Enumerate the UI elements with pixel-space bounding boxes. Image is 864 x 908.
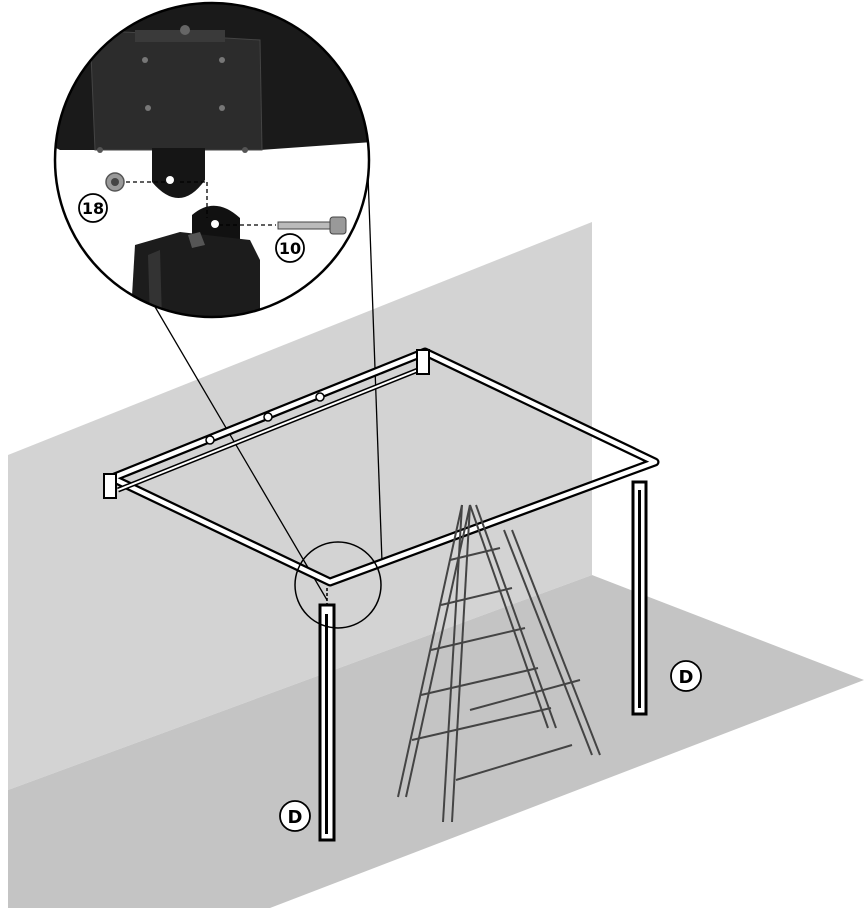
step-ladder [397, 504, 601, 823]
detail-view [53, 1, 371, 319]
wall-bracket [416, 349, 430, 375]
post-right-label: D [679, 667, 694, 688]
post-left-label: D [288, 807, 303, 828]
post-left [318, 588, 336, 842]
floor [8, 575, 864, 908]
wall-bracket [103, 473, 117, 499]
post-left-callout: D [279, 800, 311, 832]
post-right-callout: D [670, 660, 702, 692]
part-10-label: 10 [279, 239, 301, 258]
post-right [631, 480, 648, 716]
part-18-callout: 18 [78, 193, 108, 223]
part-10-callout: 10 [275, 233, 305, 263]
bolt [277, 216, 347, 235]
part-18-label: 18 [82, 199, 104, 218]
joint-highlight-circle [294, 541, 382, 629]
